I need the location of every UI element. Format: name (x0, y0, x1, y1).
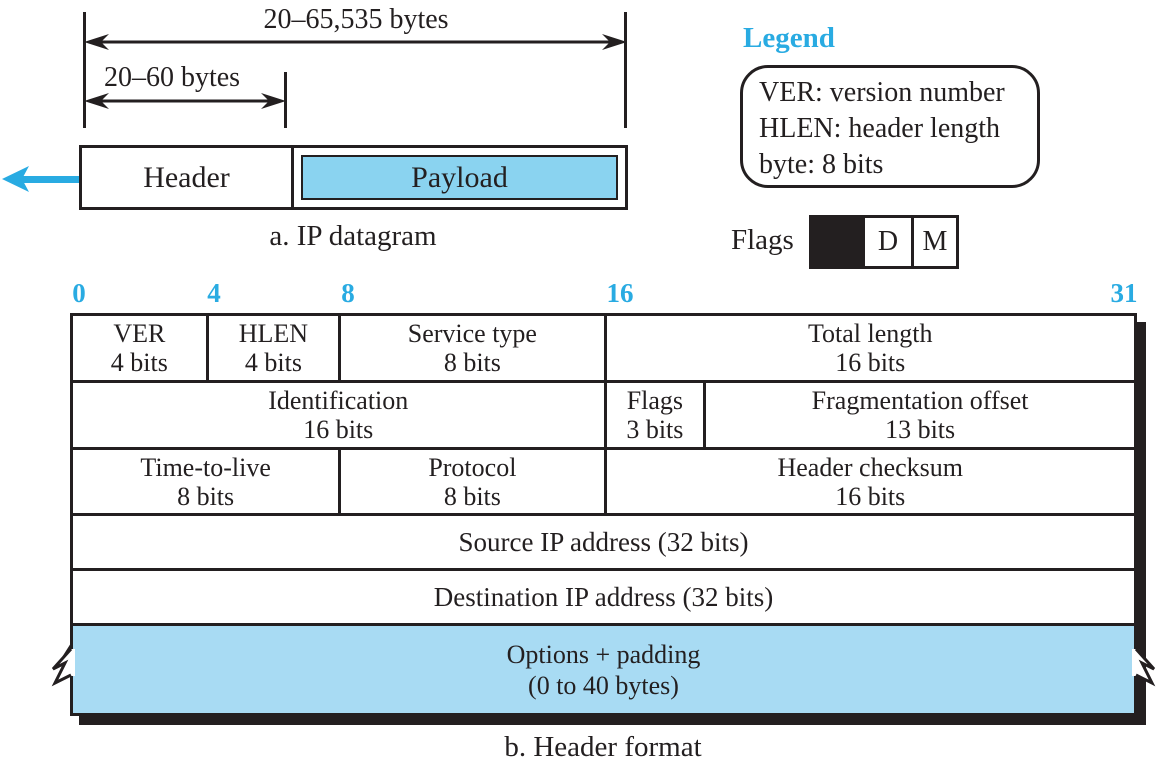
legend-line-hlen: HLEN: header length (759, 113, 1001, 144)
field-service-type: Service type 8 bits (338, 316, 603, 380)
transmit-direction-arrow (2, 166, 80, 192)
field-options: Options + padding (0 to 40 bytes) (73, 626, 1134, 713)
field-bits: (0 to 40 bytes) (528, 670, 679, 700)
header-length-dimension-label: 20–60 bytes (103, 62, 241, 93)
field-label: Flags (626, 386, 684, 415)
bit-ruler-8: 8 (341, 278, 355, 308)
legend-box: VER: version number HLEN: header length … (740, 65, 1040, 188)
field-header-checksum: Header checksum 16 bits (603, 450, 1135, 513)
field-hlen: HLEN 4 bits (205, 316, 339, 380)
field-bits: 8 bits (177, 481, 235, 511)
payload-box: Payload (301, 155, 618, 200)
field-bits: 8 bits (443, 481, 501, 511)
field-label: Service type (407, 319, 537, 348)
field-label: Fragmentation offset (811, 386, 1029, 415)
field-identification: Identification 16 bits (73, 383, 604, 447)
flags-d-cell: D (862, 218, 914, 266)
field-label: Time-to-live (140, 452, 271, 482)
part-a-caption: a. IP datagram (269, 220, 437, 252)
break-mark-left (51, 643, 75, 687)
field-ver: VER 4 bits (73, 316, 206, 380)
field-flags: Flags 3 bits (603, 383, 704, 447)
field-bits: 13 bits (885, 415, 956, 444)
bit-ruler-31: 31 (1110, 278, 1138, 308)
table-row: Destination IP address (32 bits) (73, 568, 1134, 623)
table-row: Source IP address (32 bits) (73, 513, 1134, 568)
legend-line-ver: VER: version number (759, 77, 1005, 108)
field-label: HLEN (238, 319, 309, 348)
break-mark-right (1132, 643, 1156, 687)
field-label: Header checksum (777, 452, 964, 482)
bit-ruler-16: 16 (606, 278, 634, 308)
field-bits: 16 bits (835, 348, 906, 377)
legend-title: Legend (743, 22, 835, 54)
field-label: Source IP address (32 bits) (458, 526, 749, 557)
datagram-header-cell: Header (143, 160, 230, 194)
flags-detail-box: D M (809, 215, 959, 269)
table-row: Time-to-live 8 bits Protocol 8 bits Head… (73, 447, 1134, 513)
field-label: VER (113, 319, 166, 348)
ip-datagram-box: Header Payload (79, 145, 628, 210)
total-length-arrow (84, 34, 627, 50)
field-label: Protocol (428, 452, 517, 482)
table-row: Options + padding (0 to 40 bytes) (73, 623, 1134, 713)
dimension-tick-middle (284, 72, 287, 128)
field-label: Options + padding (506, 639, 701, 669)
field-label: Destination IP address (32 bits) (433, 581, 774, 612)
flags-m-cell: M (922, 226, 948, 257)
header-format-table: VER 4 bits HLEN 4 bits Service type 8 bi… (70, 313, 1137, 716)
total-length-dimension-label: 20–65,535 bytes (263, 4, 449, 35)
field-bits: 16 bits (835, 481, 906, 511)
bit-ruler-4: 4 (207, 278, 221, 308)
field-bits: 3 bits (626, 415, 684, 444)
table-row: Identification 16 bits Flags 3 bits Frag… (73, 380, 1134, 447)
field-bits: 8 bits (443, 348, 501, 377)
flags-detail-label: Flags (731, 224, 794, 256)
datagram-payload-cell: Payload (291, 148, 625, 207)
dimension-tick-left (83, 12, 86, 128)
field-protocol: Protocol 8 bits (338, 450, 603, 513)
field-fragmentation-offset: Fragmentation offset 13 bits (703, 383, 1134, 447)
bit-ruler-0: 0 (72, 278, 86, 308)
field-bits: 16 bits (303, 415, 374, 444)
legend-line-byte: byte: 8 bits (759, 149, 884, 180)
field-time-to-live: Time-to-live 8 bits (73, 450, 338, 513)
field-label: Total length (807, 319, 933, 348)
table-row: VER 4 bits HLEN 4 bits Service type 8 bi… (73, 316, 1134, 380)
field-source-ip: Source IP address (32 bits) (73, 516, 1134, 568)
flags-reserved-cell (812, 218, 862, 266)
field-destination-ip: Destination IP address (32 bits) (73, 571, 1134, 623)
field-bits: 4 bits (110, 348, 168, 377)
header-length-arrow (84, 93, 286, 109)
dimension-tick-right (624, 12, 627, 128)
field-label: Identification (268, 386, 409, 415)
field-bits: 4 bits (244, 348, 302, 377)
part-b-caption: b. Header format (504, 731, 702, 763)
field-total-length: Total length 16 bits (603, 316, 1135, 380)
